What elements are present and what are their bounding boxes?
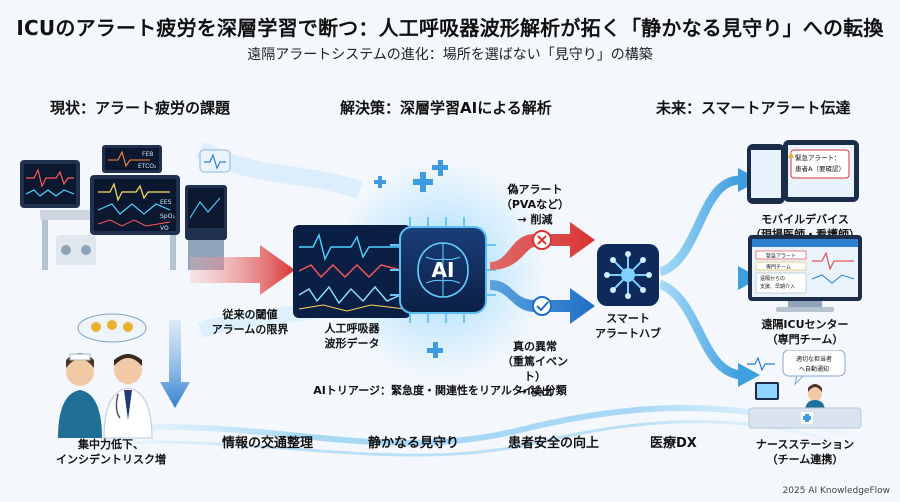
nurse-station-label: ナースステーション （チーム連携） [755, 438, 855, 466]
icu-row-3b: 支援、早期介入 [760, 283, 795, 290]
alert-hub-icon [597, 244, 659, 306]
nurse-bubble-line-2: へ自動通知 [799, 365, 829, 373]
mobile-alert-line-1: 緊急アラート： [795, 153, 841, 162]
monitor-label-4: FEB [142, 151, 153, 158]
ai-triage-label: AIトリアージ：緊急度・関連性をリアルタイム分類 [313, 384, 567, 397]
icu-row-1: 緊急アラート [766, 253, 796, 260]
waveform-label: 人工呼吸器 波形データ [324, 322, 380, 350]
mobile-alert-line-2: 患者A（要確認） [795, 164, 845, 173]
section-future-heading: 未来：スマートアラート伝達 [656, 99, 851, 117]
alert-hub-label: スマート アラートハブ [595, 312, 661, 340]
page-title: ICUのアラート疲労を深層学習で断つ：人工呼吸器波形解析が拓く「静かなる見守り」… [16, 16, 884, 40]
nurse-bubble-line-1: 適切な担当者 [796, 355, 832, 363]
monitor-label-1: EES [160, 199, 172, 206]
false-alarm-label: 偽アラート （PVAなど） → 削減 [500, 183, 570, 226]
staff-impact-label: 集中力低下、 インシデントリスク増 [56, 438, 166, 466]
bottom-term-1: 情報の交通整理 [222, 436, 314, 451]
icu-row-3a: 遠隔からの [760, 275, 785, 282]
monitor-label-2: SpO₂ [160, 213, 175, 220]
monitor-label-5: ETCO₂ [138, 163, 157, 170]
ai-chip-text: AI [432, 258, 455, 282]
waveform-panel [293, 225, 411, 318]
section-current-heading: 現状：アラート疲労の課題 [50, 99, 231, 117]
true-event-arrow [490, 280, 595, 324]
threshold-arrow [190, 245, 295, 295]
footer-credit: 2025 AI KnowledgeFlow [782, 486, 890, 496]
ai-chip: AI [390, 217, 496, 323]
bottom-term-4: 医療DX [650, 436, 697, 451]
mobile-devices-illustration: 緊急アラート： 患者A（要確認） [747, 140, 859, 204]
decline-arrow [160, 320, 190, 408]
section-solution-heading: 解決策：深層学習AIによる解析 [340, 99, 552, 117]
threshold-limit-label: 従来の閾値 アラームの限界 [211, 308, 289, 336]
fatigued-staff-illustration [58, 313, 153, 439]
bottom-term-3: 患者安全の向上 [508, 436, 600, 451]
icu-row-2: 専門チーム [766, 264, 791, 271]
page-subtitle: 遠隔アラートシステムの進化：場所を選ばない「見守り」の構築 [247, 47, 653, 63]
icu-monitors-illustration: EES SpO₂ VO FEB ETCO₂ [20, 145, 231, 270]
remote-icu-illustration: 緊急アラート 専門チーム 遠隔からの 支援、早期介入 [748, 235, 862, 312]
monitor-label-3: VO [160, 225, 169, 232]
true-event-label: 真の異常 （重篤イベント） → 検出 [502, 340, 568, 398]
check-icon [532, 296, 552, 316]
false-alarm-arrow [490, 222, 595, 270]
nurse-station-illustration: 適切な担当者 へ自動通知 [747, 350, 862, 429]
remote-icu-label: 遠隔ICUセンター （専門チーム） [761, 318, 849, 346]
bottom-term-2: 静かなる見守り [368, 436, 460, 451]
